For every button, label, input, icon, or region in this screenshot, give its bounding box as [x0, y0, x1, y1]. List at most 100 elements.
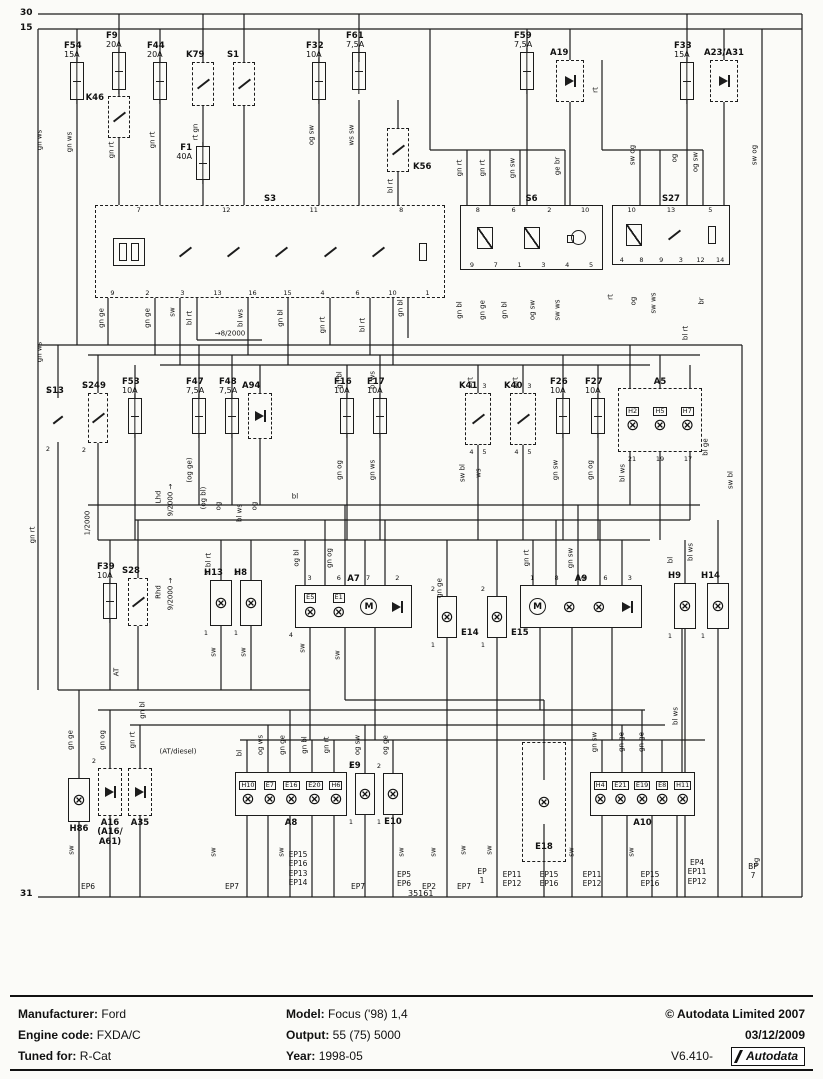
component-K46: K46 [86, 93, 130, 138]
component-name: H9 [668, 570, 682, 581]
pin-number: 6 [336, 574, 341, 582]
wire-color-label: gn rt [128, 731, 137, 749]
wire-color-label: sw [627, 847, 636, 857]
tuned-for-value: R-Cat [79, 1049, 112, 1063]
K79-body [192, 62, 214, 106]
diode-icon [564, 75, 576, 87]
lamp-icon: ⊗ [263, 789, 277, 809]
F54-body [70, 62, 84, 100]
component-name: H13 [204, 567, 223, 578]
pin-number: 2 [45, 444, 51, 453]
bulb-label: H10 [239, 780, 257, 791]
wire-color-label: sw og [750, 144, 759, 166]
tuned-for-row: Tuned for: R-Cat [18, 1046, 286, 1067]
earth-point-line: EP7 [350, 882, 366, 891]
component-name: E15 [511, 627, 529, 638]
pin-number: 1 [469, 382, 474, 390]
pin-number: 12 [696, 255, 705, 264]
E18-body: ⊗ [522, 742, 566, 862]
bulb-label: E21 [612, 780, 629, 791]
component-name: S249 [82, 380, 106, 391]
pin-number: 10 [580, 206, 590, 214]
component-label: H13 [204, 567, 223, 578]
F33-body [680, 62, 694, 100]
component-name: F48 [219, 376, 237, 387]
K40-body [510, 393, 536, 445]
component-K79: K79 [186, 50, 214, 106]
footer-right-column: © Autodata Limited 2007 03/12/2009 V6.41… [616, 1004, 805, 1069]
wire-color-label: gn rt [148, 131, 157, 149]
component-name: H86 [69, 824, 89, 834]
bulb-label: H2 [626, 406, 640, 417]
wire-color-label: br [697, 297, 706, 305]
component-label: H14 [701, 571, 720, 581]
diode-triangle [104, 787, 114, 797]
component-rating: 10A [306, 50, 322, 60]
diode-bar [263, 410, 266, 422]
lamp-icon: ⊗ [303, 601, 317, 621]
year-row: Year: 1998-05 [286, 1046, 616, 1067]
pin-number: 2 [547, 206, 552, 214]
earth-point-line: EP15 [640, 870, 660, 879]
F27-body [591, 398, 605, 434]
wire-color-label: sw [209, 847, 218, 857]
resistor-icon [708, 226, 717, 244]
wire-color-label: gn sw [508, 157, 517, 179]
earth-point-line: BP [748, 862, 758, 871]
component-name: E18 [535, 841, 553, 852]
F61-body [352, 52, 366, 90]
E10-body: ⊗ [383, 773, 403, 815]
bulb-with-label: H2⊗ [626, 406, 640, 434]
component-name: S1 [227, 49, 240, 60]
horn-icon [567, 230, 587, 245]
pin-number: 1 [81, 382, 87, 390]
pin-number: 4 [288, 630, 294, 639]
S13-body [52, 398, 64, 442]
manufacturer-row: Manufacturer: Ford [18, 1004, 286, 1025]
wire-color-label: og [670, 153, 679, 163]
component-label: S249 [82, 380, 106, 391]
motor-letter: M [364, 601, 374, 612]
lamp-icon: ⊗ [711, 596, 725, 615]
component-name: F9 [106, 30, 118, 41]
component-name: A23/A31 [704, 47, 744, 58]
component-label: S27 [662, 194, 680, 204]
earth-point-line: EP16 [288, 859, 308, 869]
bulb-with-label: E19⊗ [633, 780, 651, 808]
component-name: F27 [585, 376, 603, 387]
wire-color-label: gn og [98, 730, 107, 750]
wire-color-label: og [214, 501, 223, 511]
component-H86: ⊗ H86 [68, 778, 90, 834]
bulb-label: H7 [680, 406, 694, 417]
component-label: A23/A31 [704, 47, 744, 58]
wire-color-label: ge br [553, 156, 562, 176]
pin-number: 2 [81, 445, 87, 454]
switch-contact-icon [323, 246, 337, 257]
earth-point-label: EP6 [81, 882, 95, 891]
component-label: H86 [69, 824, 89, 834]
component-label: S3 [264, 194, 276, 204]
pin-number: 1 [667, 631, 673, 640]
logo-slash-icon [734, 1050, 743, 1063]
lamp-icon: ⊗ [72, 790, 86, 809]
S1-body [233, 62, 255, 106]
component-rating: 20A [106, 40, 122, 50]
diode-triangle [718, 76, 728, 86]
year-label: Year: [286, 1049, 316, 1063]
F39-body [103, 583, 117, 619]
diode-icon [254, 410, 266, 422]
